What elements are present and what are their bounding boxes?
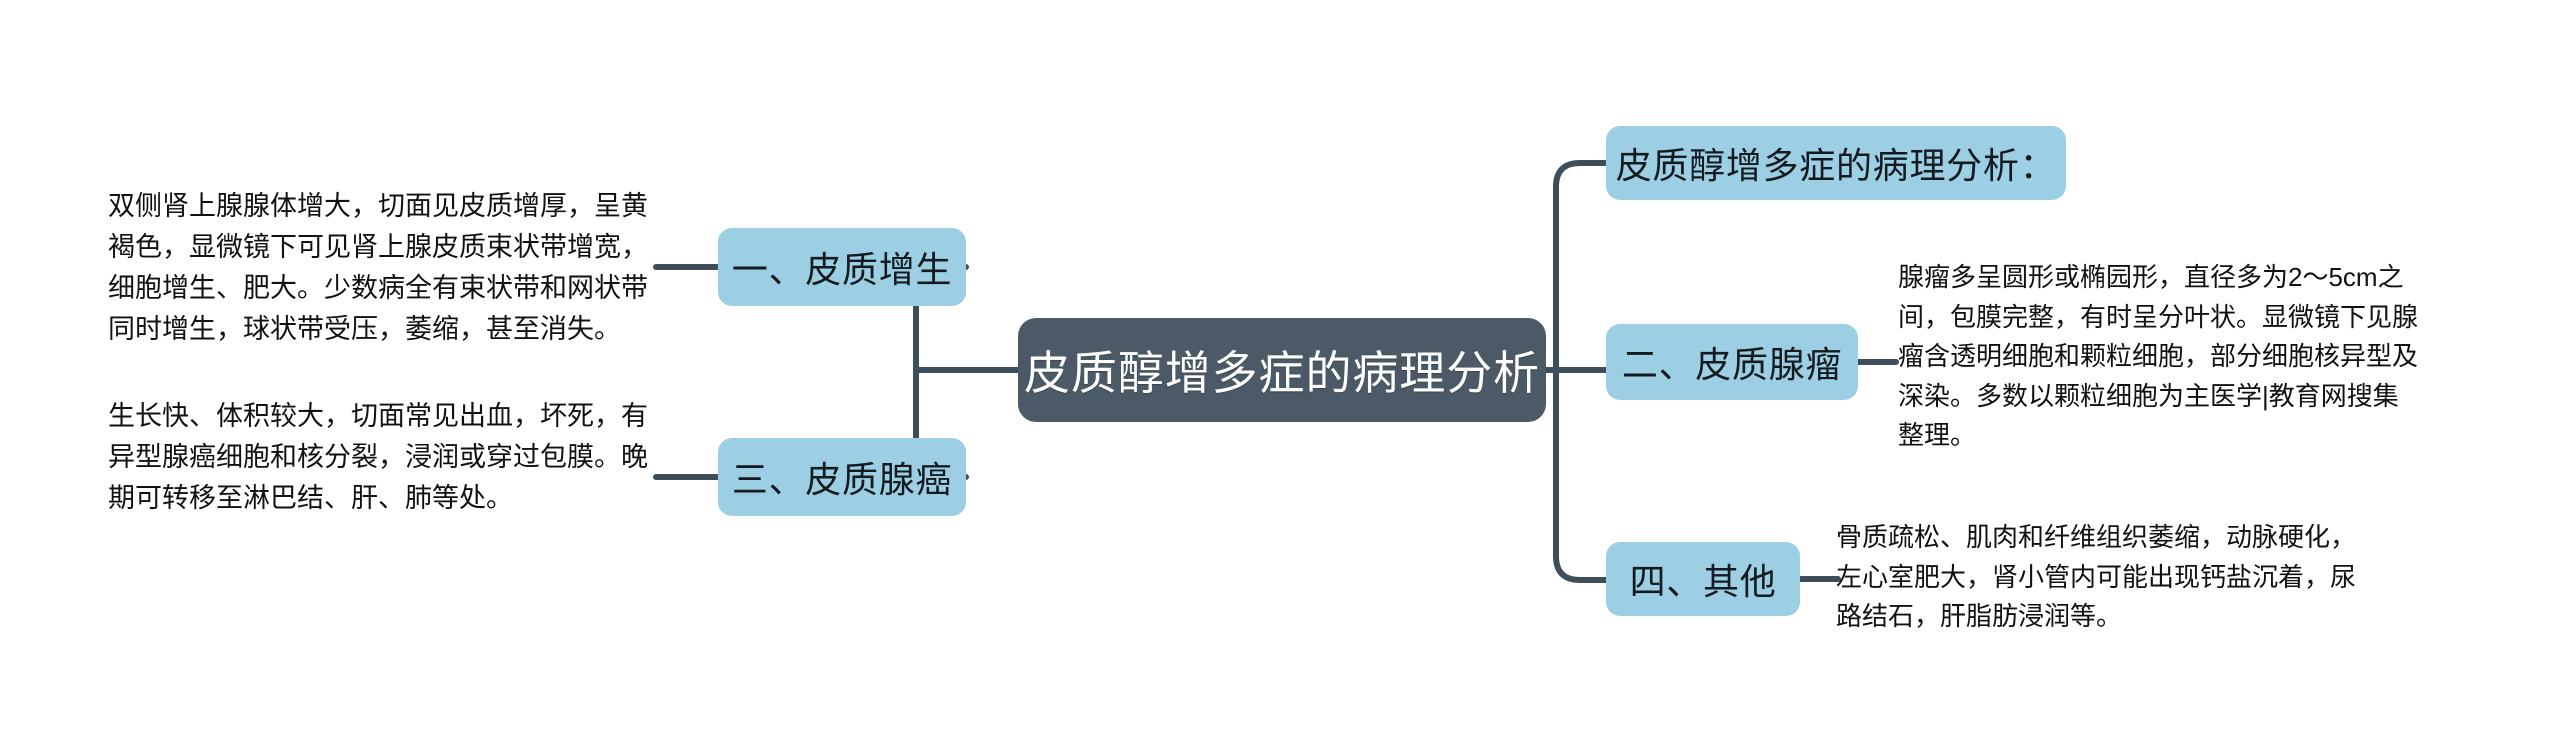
root-node[interactable]: 皮质醇增多症的病理分析 bbox=[1018, 318, 1546, 422]
detail-text-cortical-carcinoma: 生长快、体积较大，切面常见出血，坏死，有 异型腺癌细胞和核分裂，浸润或穿过包膜。… bbox=[108, 401, 648, 514]
branch-node-cortical-hyperplasia[interactable]: 一、皮质增生 bbox=[718, 228, 966, 306]
connector-right-bracket bbox=[1553, 160, 1609, 583]
branch-node-other[interactable]: 四、其他 bbox=[1606, 542, 1800, 616]
branch-node-cortical-carcinoma[interactable]: 三、皮质腺癌 bbox=[718, 438, 966, 516]
detail-text-cortical-adenoma: 腺瘤多呈圆形或椭园形，直径多为2～5cm之 间，包膜完整，有时呈分叶状。显微镜下… bbox=[1898, 262, 2419, 451]
branch-node-pathology-analysis-heading[interactable]: 皮质醇增多症的病理分析： bbox=[1606, 126, 2066, 200]
detail-text-other: 骨质疏松、肌肉和纤维组织萎缩，动脉硬化， 左心室肥大，肾小管内可能出现钙盐沉着，… bbox=[1836, 522, 2357, 632]
branch-node-cortical-adenoma[interactable]: 二、皮质腺瘤 bbox=[1606, 324, 1858, 400]
detail-text-cortical-hyperplasia: 双侧肾上腺腺体增大，切面见皮质增厚，呈黄 褐色，显微镜下可见肾上腺皮质束状带增宽… bbox=[108, 191, 648, 345]
